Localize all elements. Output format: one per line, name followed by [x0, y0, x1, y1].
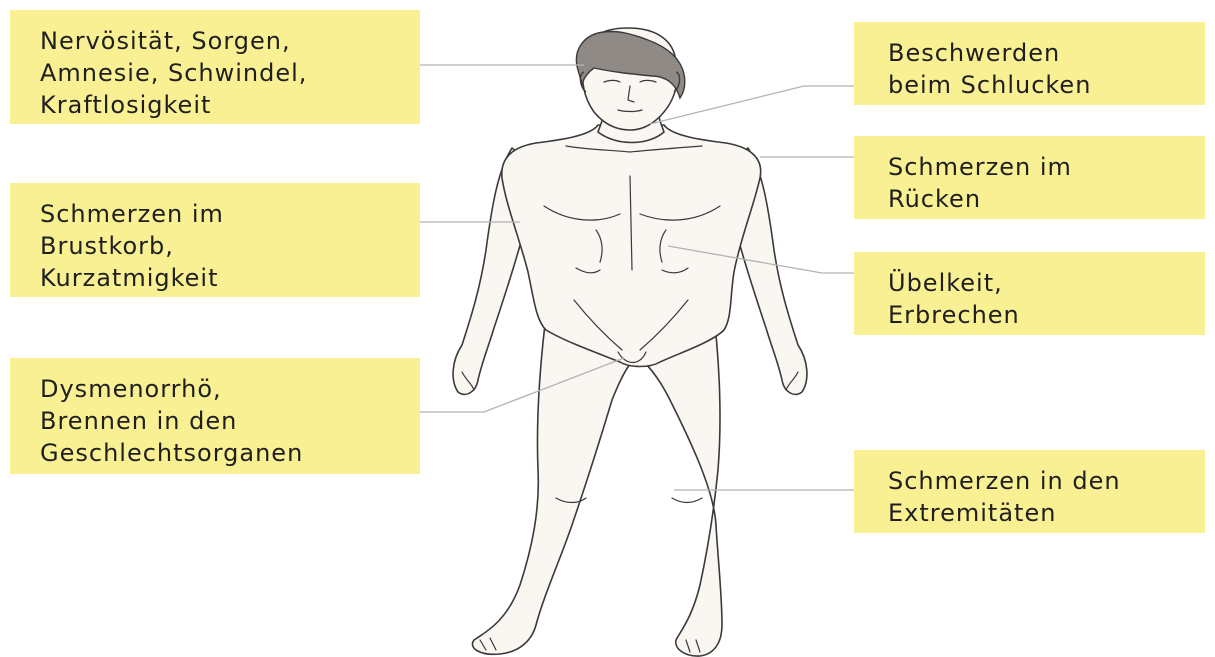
label-line: Übelkeit,: [888, 267, 1191, 299]
label-line: Schmerzen im: [40, 198, 406, 230]
label-line: Kraftlosigkeit: [40, 89, 406, 121]
label-line: Kurzatmigkeit: [40, 262, 406, 294]
label-line: Dysmenorrhö,: [40, 373, 406, 405]
label-line: Erbrechen: [888, 299, 1191, 331]
label-line: Rücken: [888, 183, 1191, 215]
label-line: Beschwerden: [888, 37, 1191, 69]
label-psych-symptoms: Nervösität, Sorgen, Amnesie, Schwindel, …: [10, 10, 420, 124]
label-line: Extremitäten: [888, 497, 1191, 529]
label-genital-symptoms: Dysmenorrhö, Brennen in den Geschlechtso…: [10, 358, 420, 474]
label-nausea-symptoms: Übelkeit, Erbrechen: [854, 252, 1205, 335]
label-swallowing-symptoms: Beschwerden beim Schlucken: [854, 22, 1205, 105]
label-line: Schmerzen in den: [888, 465, 1191, 497]
label-chest-symptoms: Schmerzen im Brustkorb, Kurzatmigkeit: [10, 183, 420, 297]
label-line: Schmerzen im: [888, 151, 1191, 183]
label-limb-symptoms: Schmerzen in den Extremitäten: [854, 450, 1205, 533]
label-line: Amnesie, Schwindel,: [40, 57, 406, 89]
label-line: Brustkorb,: [40, 230, 406, 262]
label-line: Brennen in den: [40, 405, 406, 437]
label-line: Nervösität, Sorgen,: [40, 25, 406, 57]
label-line: beim Schlucken: [888, 69, 1191, 101]
label-line: Geschlechtsorganen: [40, 437, 406, 469]
label-back-symptoms: Schmerzen im Rücken: [854, 136, 1205, 219]
